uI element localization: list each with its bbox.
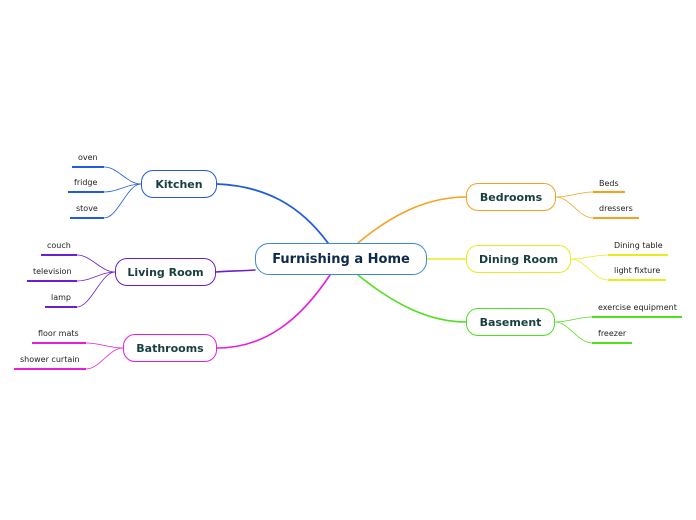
leaf-connector-dining_room-0 <box>570 254 609 260</box>
topic-basement[interactable]: Basement <box>466 308 555 336</box>
leaf-connector-kitchen-1 <box>103 183 142 193</box>
connector-bathrooms <box>216 274 331 349</box>
subtopic-freezer[interactable]: freezer <box>598 329 627 338</box>
subtopic-shower-curtain[interactable]: shower curtain <box>20 355 80 364</box>
leaf-connector-bedrooms-1 <box>555 196 594 219</box>
leaf-connector-bathrooms-1 <box>85 347 124 370</box>
subtopic-floor-mats[interactable]: floor mats <box>38 329 79 338</box>
subtopic-exercise-equipment[interactable]: exercise equipment <box>598 303 677 312</box>
central-topic-label: Furnishing a Home <box>272 251 410 267</box>
topic-bedrooms[interactable]: Bedrooms <box>466 183 556 211</box>
subtopic-light-fixture[interactable]: light fixture <box>614 266 661 275</box>
leaf-connector-living_room-0 <box>76 254 116 273</box>
subtopic-dining-table[interactable]: Dining table <box>614 241 663 250</box>
leaf-connector-bedrooms-0 <box>555 191 594 198</box>
subtopic-couch[interactable]: couch <box>47 241 71 250</box>
topic-kitchen-label: Kitchen <box>155 177 203 191</box>
topic-living-room-label: Living Room <box>127 265 204 279</box>
topic-bathrooms[interactable]: Bathrooms <box>123 334 217 362</box>
connector-kitchen <box>216 183 329 244</box>
subtopic-beds[interactable]: Beds <box>599 179 619 188</box>
subtopic-lamp[interactable]: lamp <box>51 293 71 302</box>
topic-bedrooms-label: Bedrooms <box>479 190 543 204</box>
leaf-connector-living_room-2 <box>76 271 116 308</box>
topic-basement-label: Basement <box>479 315 542 329</box>
connector-living-room <box>215 269 256 273</box>
leaf-connector-bathrooms-0 <box>85 342 124 349</box>
leaf-connector-dining_room-1 <box>570 258 609 281</box>
leaf-connector-kitchen-0 <box>103 166 142 185</box>
subtopic-dressers[interactable]: dressers <box>599 204 633 213</box>
topic-kitchen[interactable]: Kitchen <box>141 170 217 198</box>
topic-dining-room[interactable]: Dining Room <box>466 245 571 273</box>
subtopic-oven[interactable]: oven <box>78 153 98 162</box>
topic-living-room[interactable]: Living Room <box>115 258 216 286</box>
leaf-connector-kitchen-2 <box>103 183 142 219</box>
subtopic-stove[interactable]: stove <box>76 204 98 213</box>
connector-basement <box>357 274 467 323</box>
topic-bathrooms-label: Bathrooms <box>136 341 204 355</box>
subtopic-television[interactable]: television <box>33 267 72 276</box>
subtopic-fridge[interactable]: fridge <box>74 178 98 187</box>
central-topic[interactable]: Furnishing a Home <box>255 243 427 275</box>
leaf-connector-basement-1 <box>554 321 593 344</box>
connector-bedrooms <box>357 196 467 244</box>
leaf-connector-basement-0 <box>554 316 593 323</box>
leaf-connector-living_room-1 <box>76 271 116 282</box>
topic-dining-room-label: Dining Room <box>478 252 559 266</box>
